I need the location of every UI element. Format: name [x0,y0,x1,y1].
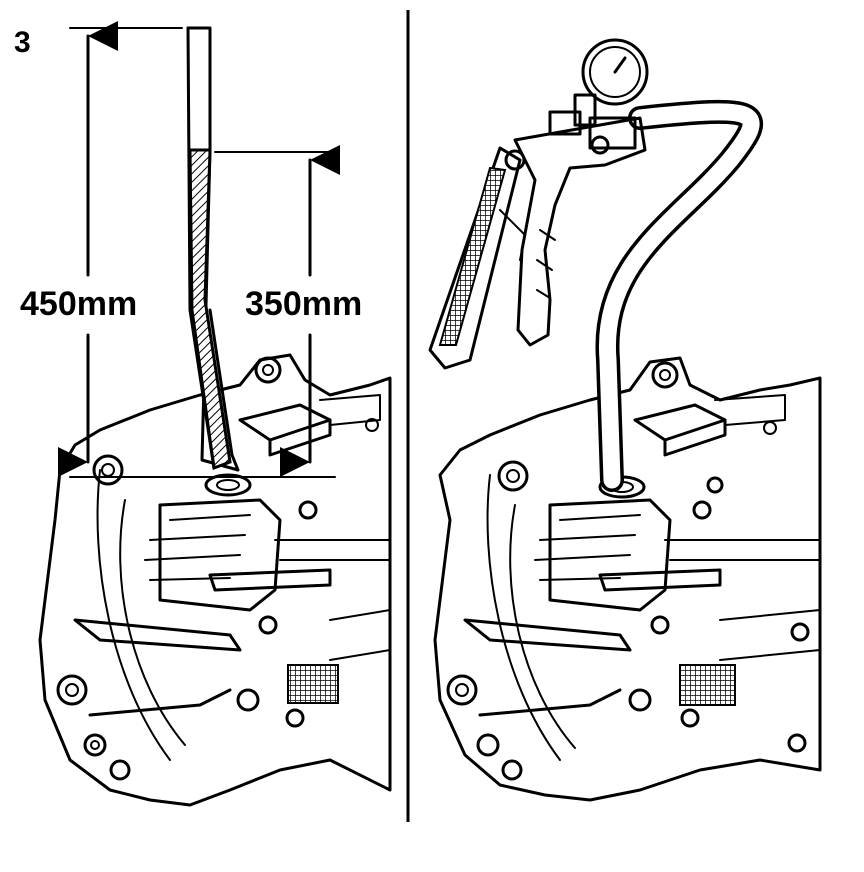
dimension-label-450mm: 450mm [20,285,137,323]
step-number: 3 [14,26,31,59]
dimension-label-350mm: 350mm [245,285,362,323]
left-panel-transmission [38,20,392,807]
right-panel-transmission [428,38,822,802]
